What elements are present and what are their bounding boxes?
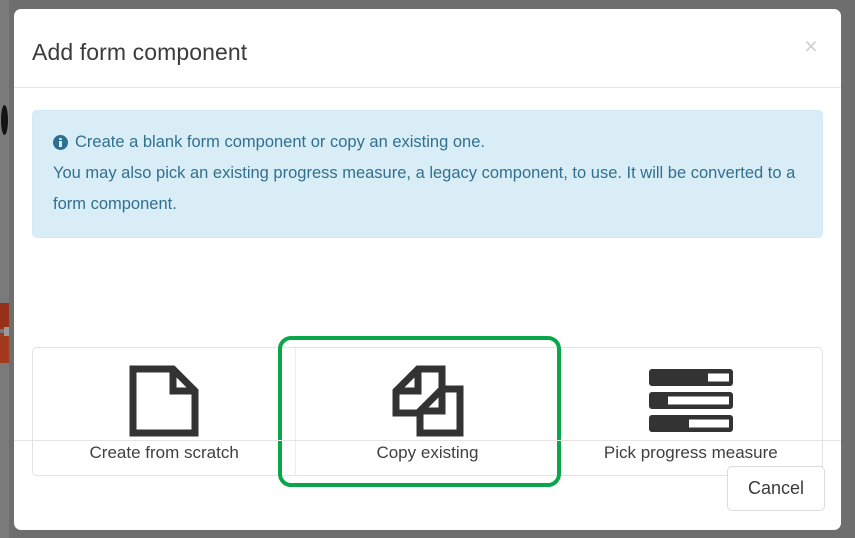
- choice-label: Pick progress measure: [603, 443, 778, 462]
- choice-create-from-scratch[interactable]: Create from scratch: [33, 348, 295, 475]
- cancel-button[interactable]: Cancel: [726, 466, 825, 511]
- choice-card-row: Create from scratch Copy: [32, 347, 823, 476]
- info-alert-line-2: You may also pick an existing progress m…: [53, 164, 796, 213]
- background-artifact-gap: [4, 327, 9, 336]
- info-alert-text-1: Create a blank form component or copy an…: [75, 133, 485, 151]
- page-blank-icon: [127, 365, 201, 437]
- info-alert: Create a blank form component or copy an…: [32, 110, 823, 238]
- info-alert-line-1: Create a blank form component or copy an…: [53, 127, 802, 158]
- copy-documents-icon: [388, 365, 466, 437]
- choice-label: Copy existing: [376, 443, 479, 462]
- background-artifact-dark: [1, 105, 8, 135]
- dialog-footer: Cancel: [14, 440, 841, 529]
- background-artifact-rust-top: [0, 303, 9, 329]
- choice-pick-progress-measure[interactable]: Pick progress measure: [558, 348, 822, 475]
- info-circle-icon: [53, 135, 68, 150]
- dialog-body: Create a blank form component or copy an…: [14, 88, 841, 487]
- dialog-header: Add form component ×: [14, 9, 841, 88]
- choice-copy-existing[interactable]: Copy existing: [295, 348, 558, 475]
- dialog-title: Add form component: [32, 39, 248, 65]
- close-icon[interactable]: ×: [804, 33, 818, 59]
- progress-bars-icon: [648, 365, 734, 437]
- background-artifact-rust-bottom: [0, 333, 9, 363]
- choice-label: Create from scratch: [89, 443, 239, 462]
- background-page-sliver: [0, 0, 9, 538]
- add-form-component-dialog: Add form component × Create a blank form…: [14, 9, 841, 530]
